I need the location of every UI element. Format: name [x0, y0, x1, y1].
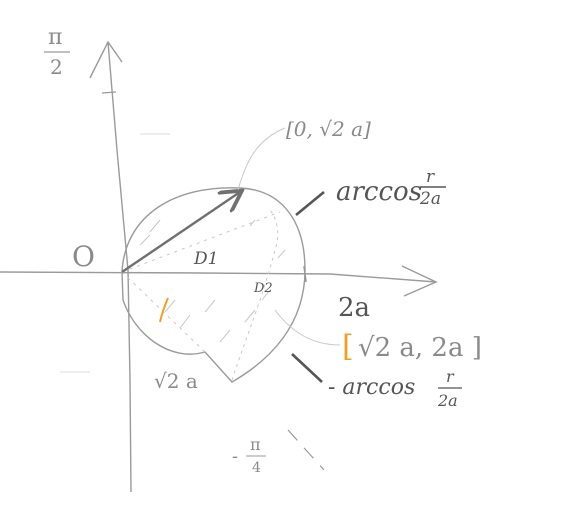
- neg-pi-4-num: π: [250, 435, 261, 454]
- arccos-upper-den: 2a: [419, 189, 441, 209]
- arccos-upper-pointer: [295, 190, 325, 217]
- interval-lower-label: √2 a, 2a ]: [358, 333, 482, 363]
- callout-top-interval: [237, 127, 286, 191]
- sqrt2a-label: √2 a: [154, 369, 198, 393]
- x-axis-arrowhead: [401, 265, 438, 297]
- circle-region: [121, 187, 306, 383]
- callout-lower-interval: [274, 309, 341, 346]
- interval-lower-bracket: [: [342, 329, 354, 364]
- arccos-lower-text: - arccos: [328, 375, 415, 400]
- x-axis: [0, 265, 438, 297]
- two-a-label: 2a: [338, 293, 370, 323]
- orange-mark: [159, 297, 169, 323]
- origin-label: O: [72, 240, 95, 273]
- radius-vector: [121, 192, 240, 273]
- neg-pi-4-sign: -: [232, 446, 238, 467]
- pi-over-2-bottom: 2: [50, 55, 63, 79]
- arccos-lower-pointer: [291, 353, 323, 383]
- d1-label: D1: [193, 249, 218, 269]
- neg-pi-4-ray: [287, 429, 325, 471]
- y-axis-tick: [101, 91, 117, 94]
- y-axis-arrowhead: [89, 40, 123, 79]
- y-axis: [89, 40, 132, 493]
- arccos-upper-text: arccos: [336, 177, 422, 207]
- d2-label: D2: [253, 281, 273, 296]
- pi-over-2-top: π: [48, 25, 62, 50]
- arccos-upper-num: r: [426, 167, 435, 187]
- arccos-lower-num: r: [446, 367, 455, 386]
- interval-top-label: [0, √2 a]: [286, 117, 371, 141]
- neg-pi-4-den: 4: [252, 460, 261, 476]
- arccos-lower-den: 2a: [437, 391, 458, 410]
